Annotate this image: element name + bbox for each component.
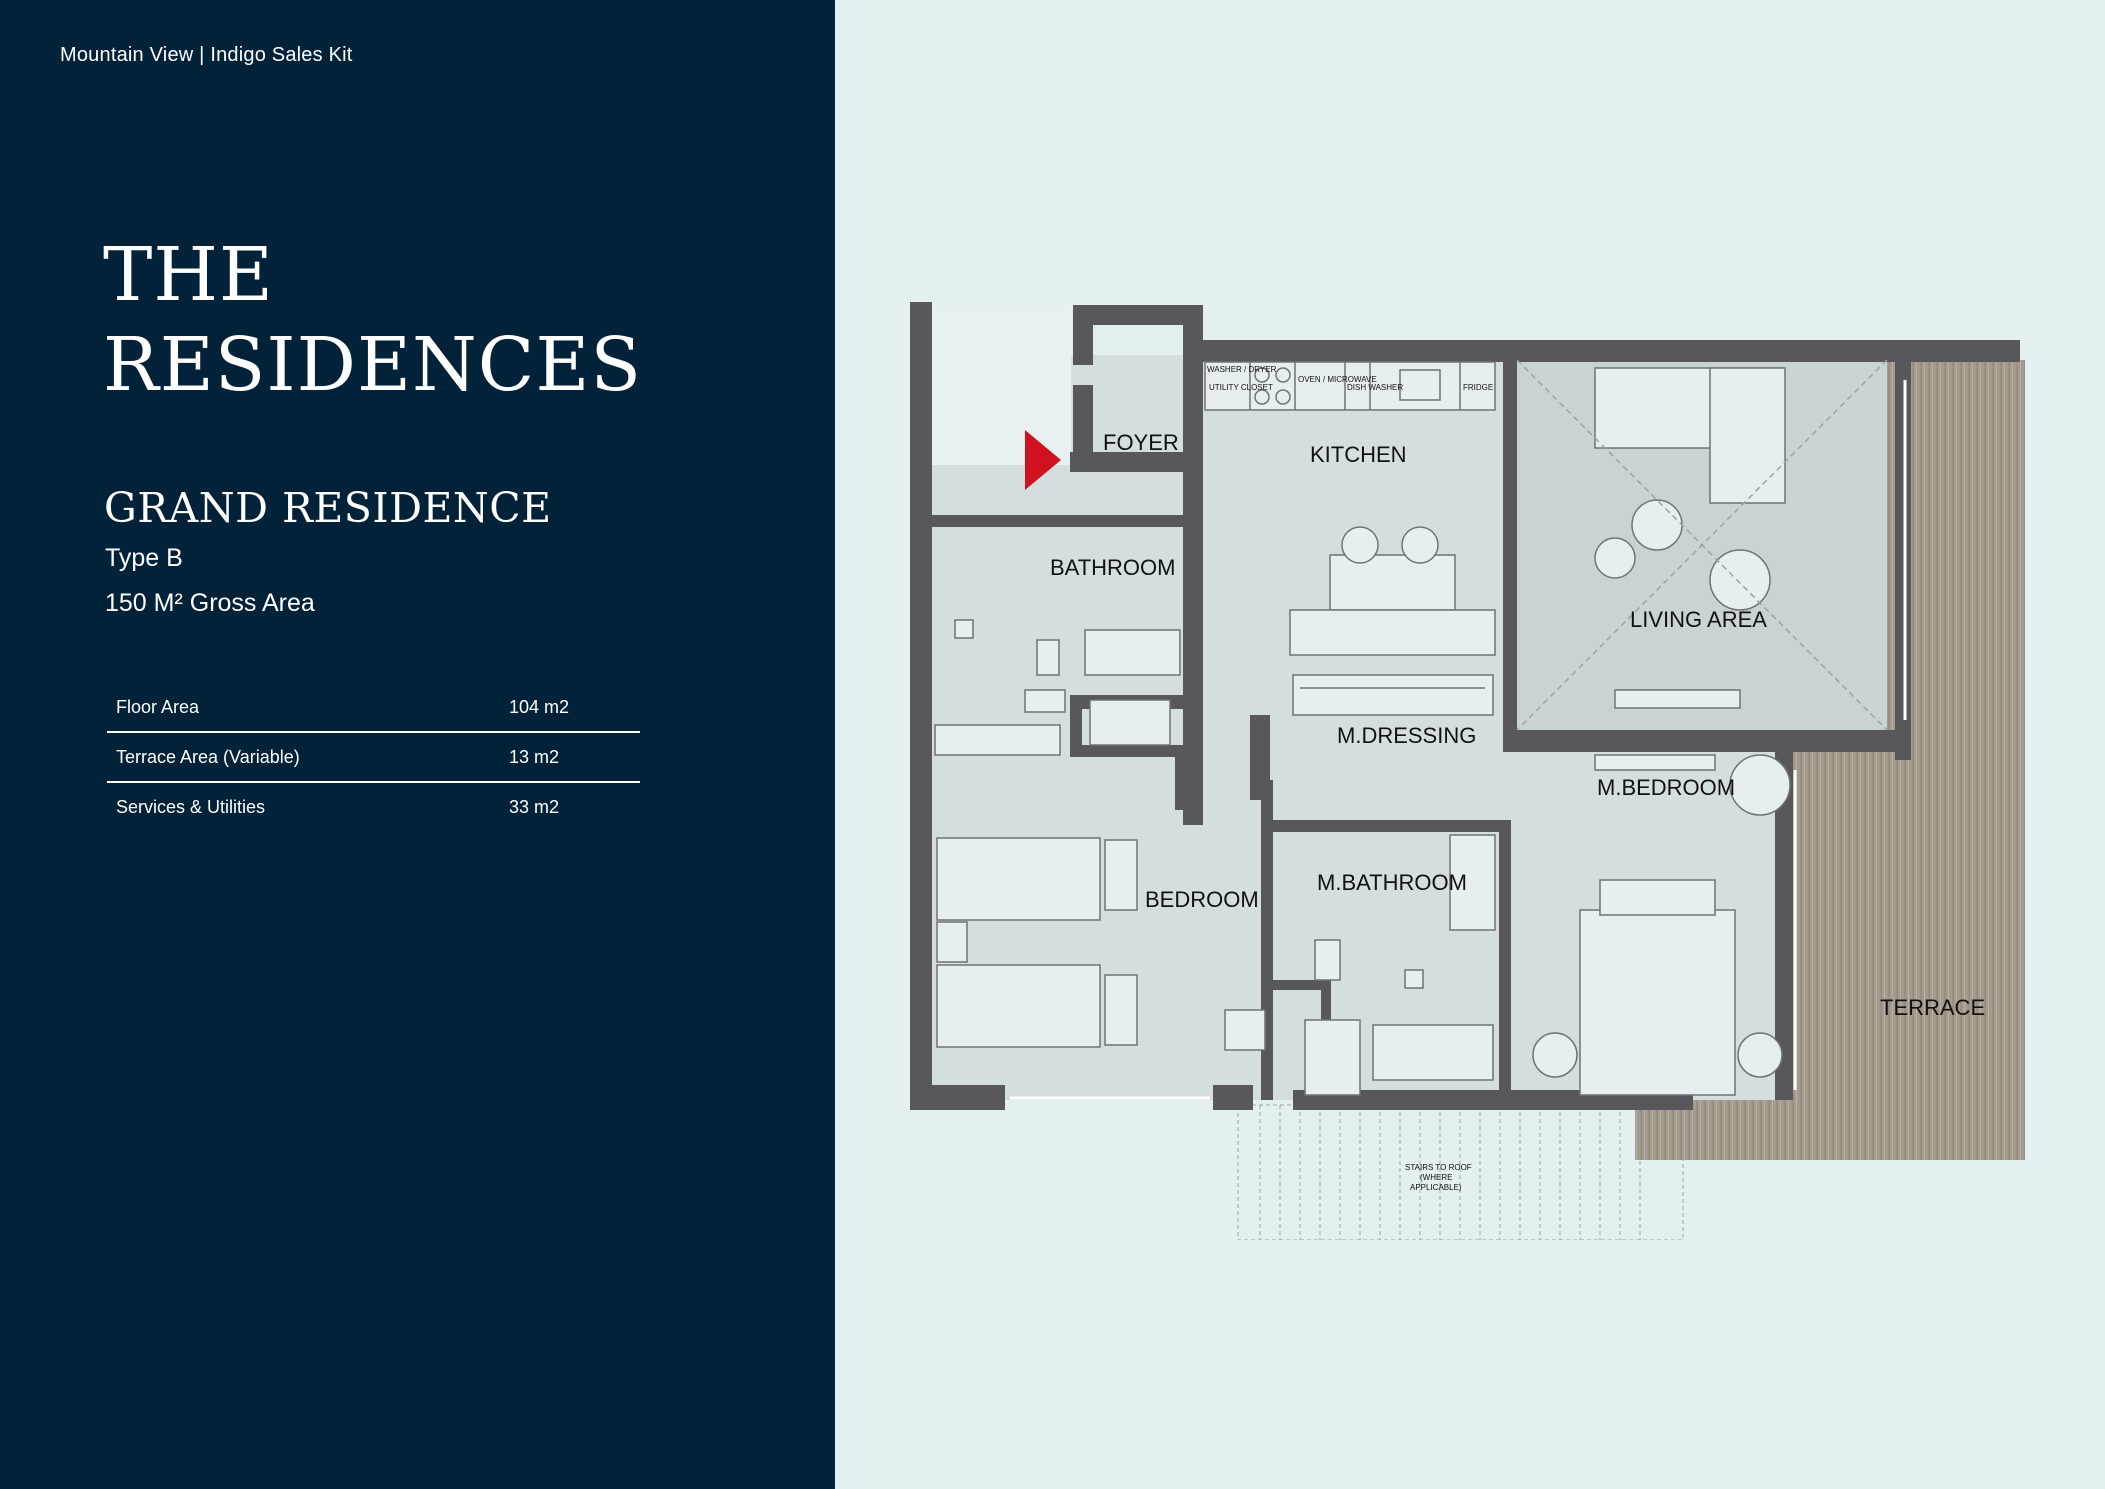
bathroom-fixtures bbox=[934, 619, 1181, 756]
stairs-to-roof bbox=[1237, 1104, 1684, 1240]
spec-row-floor-area: Floor Area 104 m2 bbox=[107, 683, 640, 731]
kitchen-island bbox=[1289, 526, 1496, 716]
label-utility: UTILITY CLOSET bbox=[1209, 383, 1273, 392]
spec-label: Services & Utilities bbox=[116, 797, 266, 817]
spec-row-services: Services & Utilities 33 m2 bbox=[107, 781, 640, 831]
label-bedroom: BEDROOM bbox=[1145, 887, 1259, 912]
room-labels: FOYER KITCHEN LIVING AREA BATHROOM M.DRE… bbox=[1050, 430, 1985, 1020]
label-stairs-3: APPLICABLE) bbox=[1410, 1183, 1462, 1192]
kitchen-counter bbox=[1204, 361, 1496, 411]
info-panel: Mountain View | Indigo Sales Kit THE RES… bbox=[0, 0, 835, 1489]
floor-plan: FOYER KITCHEN LIVING AREA BATHROOM M.DRE… bbox=[910, 302, 2025, 1240]
label-stairs-1: STAIRS TO ROOF bbox=[1405, 1163, 1472, 1172]
master-bedroom-furniture bbox=[1532, 754, 1791, 1096]
gross-area: 150 M² Gross Area bbox=[105, 589, 315, 617]
label-dressing: M.DRESSING bbox=[1337, 723, 1476, 748]
spec-row-terrace-area: Terrace Area (Variable) 13 m2 bbox=[107, 731, 640, 781]
label-fridge: FRIDGE bbox=[1463, 383, 1493, 392]
spec-value: 13 m2 bbox=[509, 747, 560, 767]
spec-label: Terrace Area (Variable) bbox=[116, 747, 300, 767]
sales-kit-label: Mountain View | Indigo Sales Kit bbox=[60, 44, 353, 66]
master-bathroom-fixtures bbox=[1304, 834, 1496, 1096]
page-title: THE RESIDENCES bbox=[103, 232, 643, 408]
label-bathroom: BATHROOM bbox=[1050, 555, 1175, 580]
area-specs-table: Floor Area 104 m2 Terrace Area (Variable… bbox=[107, 683, 640, 831]
label-oven: OVEN / MICROWAVE bbox=[1298, 375, 1377, 384]
label-kitchen: KITCHEN bbox=[1310, 442, 1407, 467]
label-foyer: FOYER bbox=[1103, 430, 1179, 455]
spec-label: Floor Area bbox=[116, 697, 200, 717]
living-furniture bbox=[1516, 359, 1888, 731]
walls bbox=[910, 302, 2020, 1110]
label-stairs-2: (WHERE bbox=[1420, 1173, 1452, 1182]
label-washer: WASHER / DRYER bbox=[1207, 365, 1277, 374]
entry-arrow-icon bbox=[1025, 430, 1061, 490]
entry-corridor bbox=[931, 305, 1071, 465]
label-master-bathroom: M.BATHROOM bbox=[1317, 870, 1467, 895]
spec-value: 33 m2 bbox=[509, 797, 560, 817]
fixture-labels: WASHER / DRYER UTILITY CLOSET OVEN / MIC… bbox=[1207, 365, 1493, 1192]
residence-type: Type B bbox=[105, 544, 183, 572]
label-terrace: TERRACE bbox=[1880, 995, 1985, 1020]
label-master-bedroom: M.BEDROOM bbox=[1597, 775, 1735, 800]
label-living: LIVING AREA bbox=[1630, 607, 1767, 632]
spec-value: 104 m2 bbox=[509, 697, 570, 717]
bedroom-furniture bbox=[936, 837, 1266, 1051]
residence-name: GRAND RESIDENCE bbox=[104, 484, 552, 532]
windows bbox=[1010, 380, 1907, 1100]
label-dishwasher: DISH WASHER bbox=[1347, 383, 1403, 392]
